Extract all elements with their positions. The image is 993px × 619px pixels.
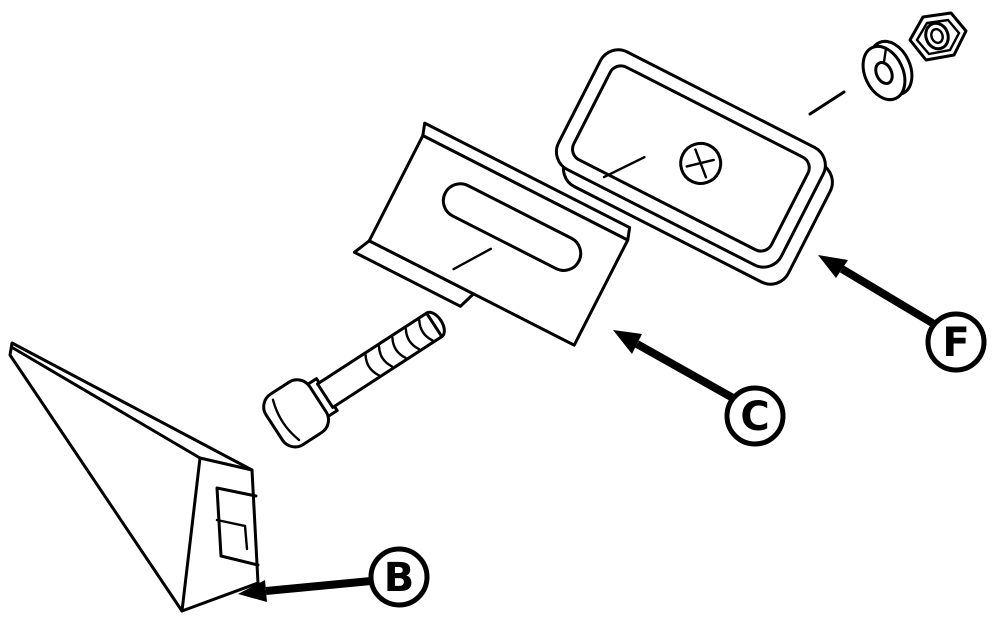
trim-outer-body bbox=[8, 341, 260, 613]
trim-channel-inner-step bbox=[215, 518, 249, 551]
bolt-shaft bbox=[316, 311, 444, 409]
trim-front-top-edge bbox=[11, 346, 202, 460]
nut-thread bbox=[930, 27, 944, 45]
part-c-slotted-bracket bbox=[352, 121, 632, 347]
nut-hole bbox=[924, 21, 950, 51]
bolt-head-dome-line bbox=[271, 398, 301, 442]
callout-b-arrow-head bbox=[238, 580, 267, 602]
thread-line bbox=[391, 336, 407, 359]
callout-b-circle bbox=[368, 546, 430, 608]
hole-cross-mark bbox=[685, 158, 715, 168]
bracket-slot-cutout bbox=[441, 182, 583, 272]
callout-f-arrow-head bbox=[818, 255, 848, 278]
thread-line bbox=[364, 353, 380, 377]
trim-end-face-left-edge bbox=[180, 456, 202, 613]
callout-c-arrow-shaft bbox=[635, 340, 735, 402]
part-b-trim-channel bbox=[8, 341, 260, 613]
nut-chamfer bbox=[915, 18, 961, 56]
callout-c: C bbox=[613, 330, 786, 447]
callout-c-arrow-head bbox=[613, 330, 642, 354]
part-carriage-bolt bbox=[262, 310, 446, 449]
thread-line bbox=[418, 319, 434, 342]
callout-b-arrow-shaft bbox=[265, 577, 372, 595]
callout-b-letter: B bbox=[384, 555, 415, 601]
plate-f-inner-border bbox=[571, 64, 811, 253]
bolt-head bbox=[262, 378, 330, 449]
callout-c-letter: C bbox=[740, 394, 769, 440]
washer-hole bbox=[874, 61, 894, 85]
callout-f-circle bbox=[925, 311, 987, 373]
thread-line bbox=[404, 327, 421, 351]
surface-tick-mark bbox=[602, 156, 646, 179]
thread-line bbox=[377, 345, 394, 368]
assembly-axis-dash bbox=[808, 90, 846, 116]
trim-end-face-top-edge bbox=[198, 456, 254, 472]
callout-f: F bbox=[818, 255, 987, 373]
washer-split-mark bbox=[882, 46, 888, 64]
callout-c-circle bbox=[724, 385, 786, 447]
part-hex-nut bbox=[908, 11, 968, 62]
callout-f-arrow-shaft bbox=[839, 265, 937, 328]
callout-f-letter: F bbox=[942, 320, 969, 366]
surface-tick-mark bbox=[452, 247, 493, 271]
part-f-clamp-plate bbox=[554, 48, 834, 286]
trim-channel-notch bbox=[215, 486, 260, 567]
part-lock-washer bbox=[861, 39, 914, 102]
callout-b: B bbox=[238, 546, 430, 608]
